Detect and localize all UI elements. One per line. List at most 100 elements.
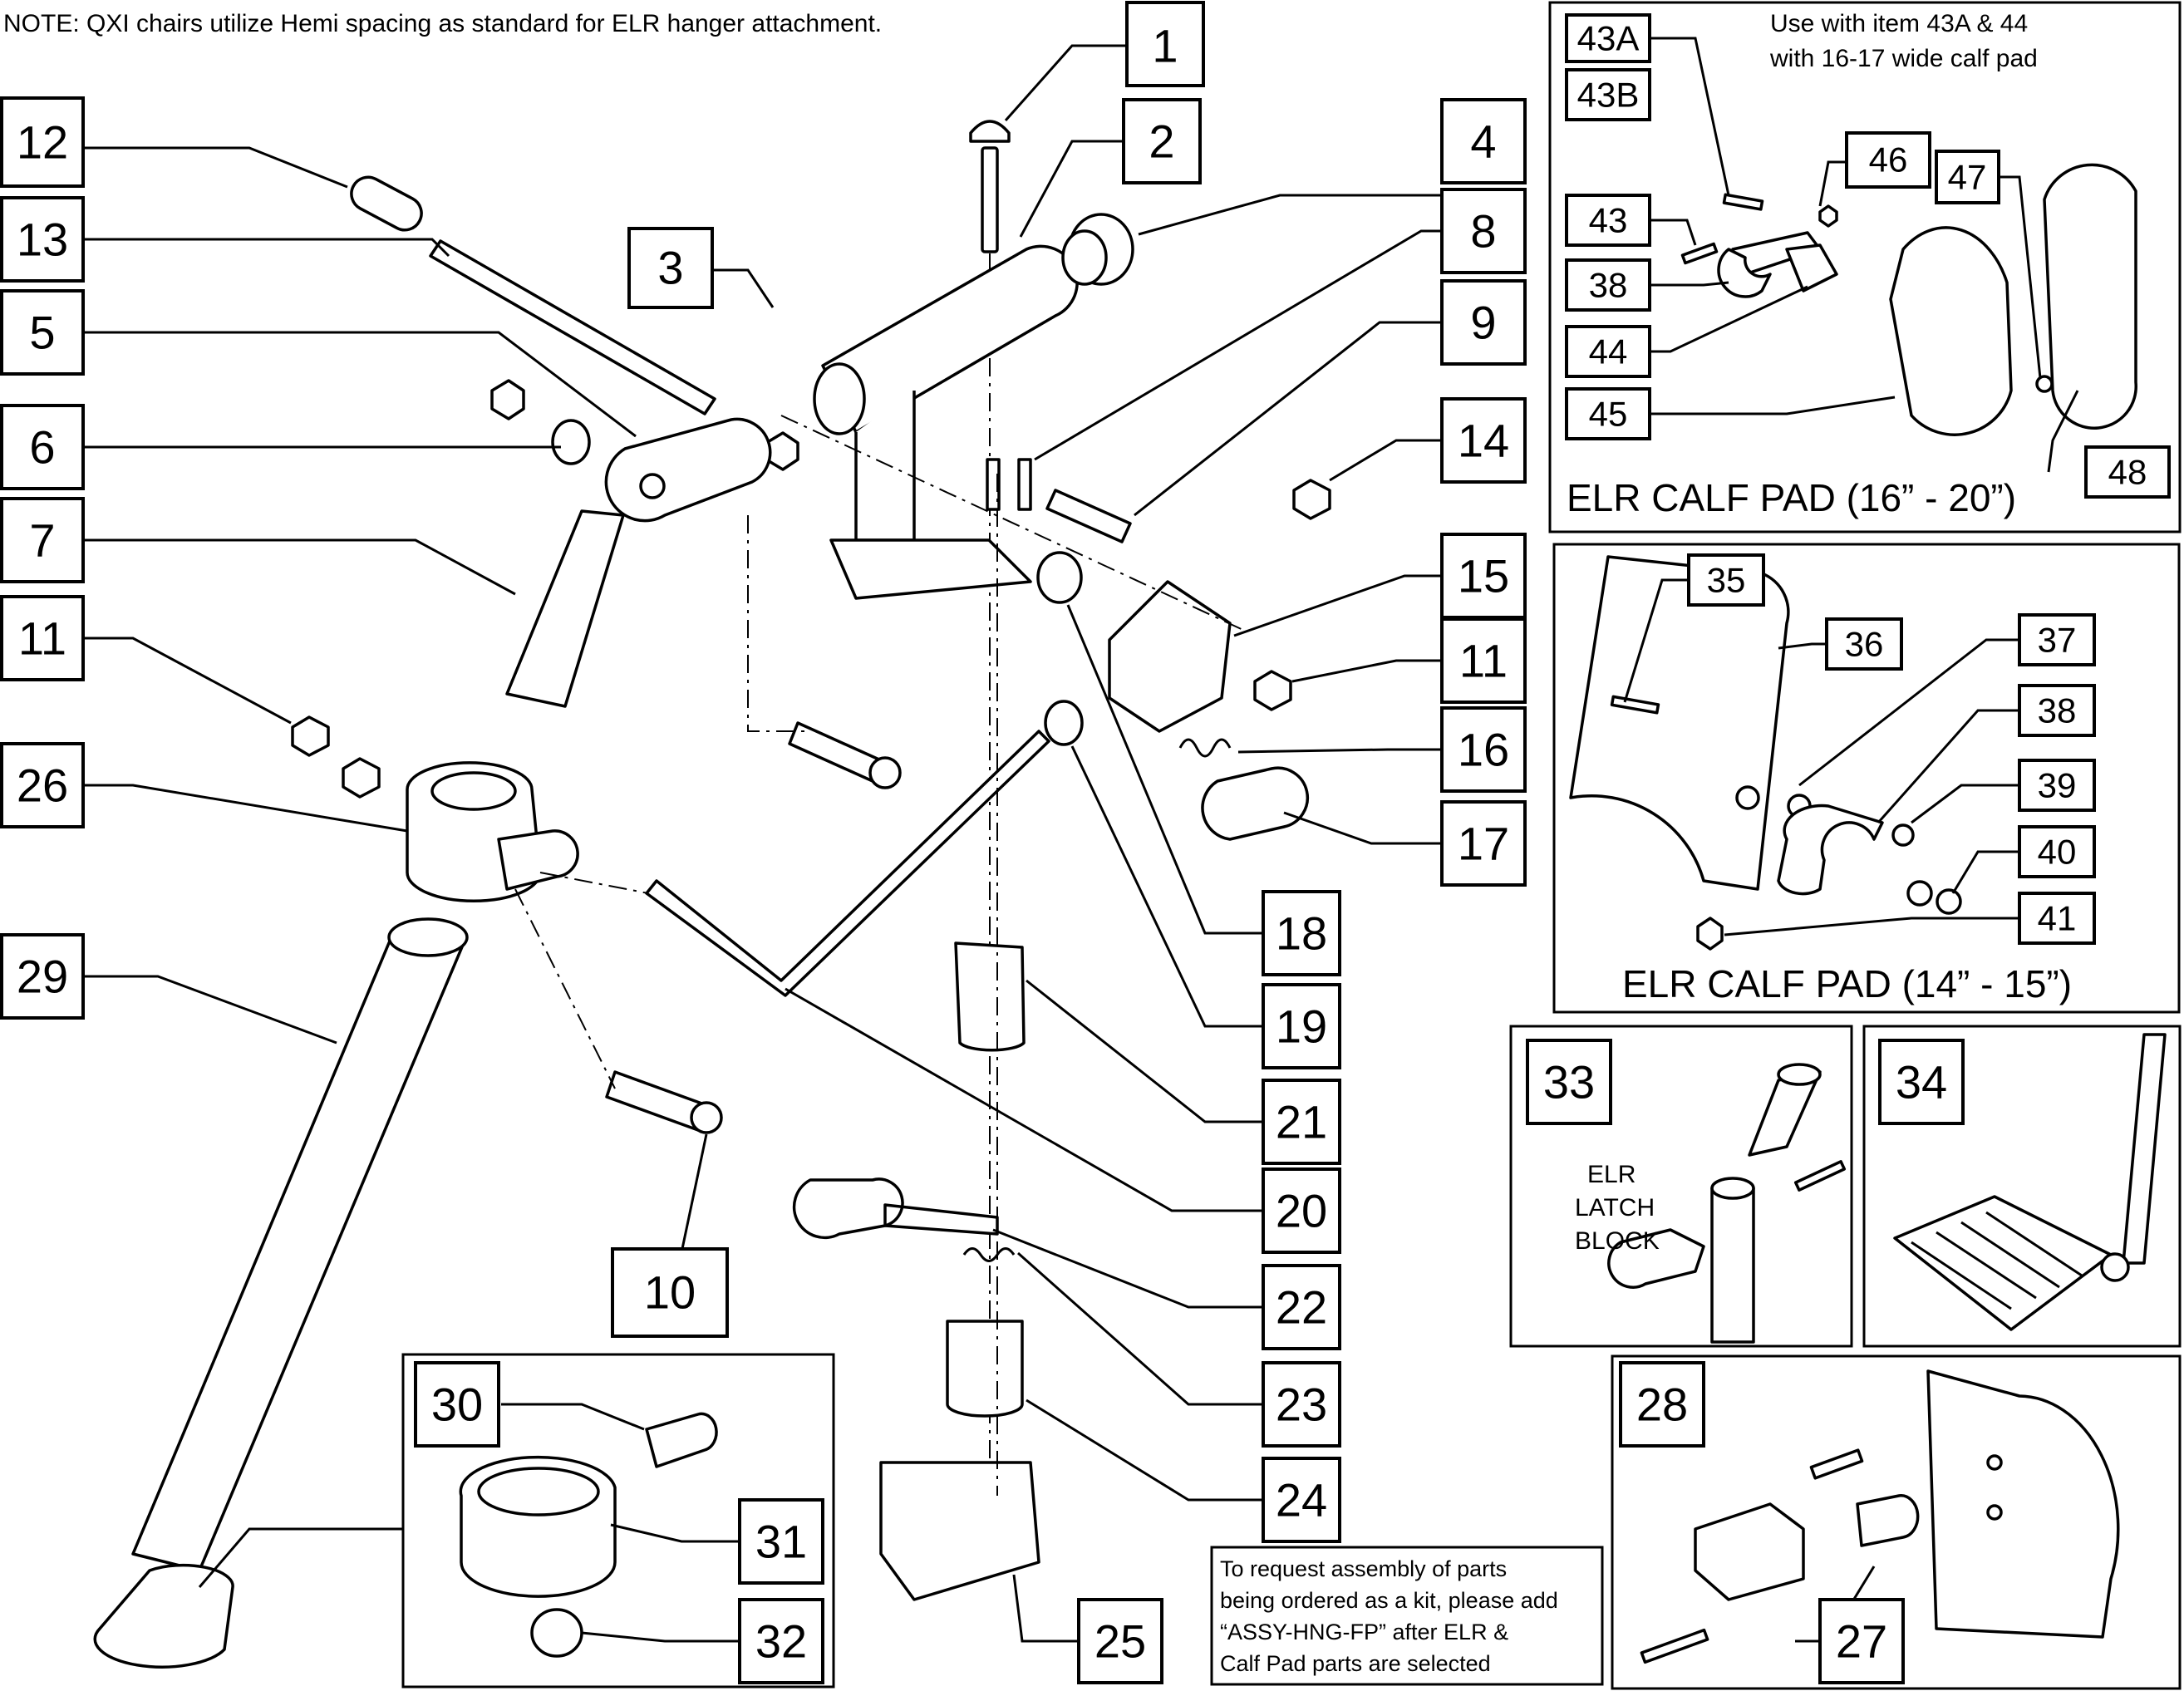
calf-pad-note-line1: Use with item 43A & 44 [1770,10,2028,37]
part-4-cap-icon [1061,213,1134,286]
callout-11-right: 11 [1440,617,1527,704]
part-11-left-nut2-icon [342,757,381,799]
callout-9: 9 [1440,279,1527,366]
svg-text:29: 29 [17,951,68,1003]
svg-text:43A: 43A [1577,19,1640,58]
latch-tube-icon [1710,1187,1755,1344]
screw-lower-icon [1640,1628,1709,1664]
callout-44: 44 [1565,325,1651,378]
inset-footplate: 34 [1862,1025,2182,1348]
callout-41: 41 [2018,892,2096,945]
svg-text:25: 25 [1094,1615,1146,1668]
callout-32: 32 [738,1598,824,1684]
callout-22: 22 [1262,1264,1341,1350]
svg-text:30: 30 [431,1379,483,1431]
callout-28: 28 [1619,1361,1705,1448]
callout-17: 17 [1440,800,1527,887]
svg-text:32: 32 [755,1615,807,1668]
callout-43A: 43A [1565,13,1651,63]
part-47-nut-icon [2035,375,2054,393]
part-31-clamp-icon [459,1455,617,1598]
callout-16: 16 [1440,706,1527,793]
svg-text:16: 16 [1458,724,1509,776]
part-41-bolt-icon [1696,917,1724,951]
svg-text:43: 43 [1589,201,1628,240]
calf-pad-note-line2: with 16-17 wide calf pad [1769,45,2038,72]
calf-pad-16-20-caption: ELR CALF PAD (16” - 20”) [1567,476,2016,519]
part-46-nut-icon [1818,204,1838,228]
kit-note: To request assembly of parts being order… [1210,1546,1604,1686]
part-39-nut-icon [1891,823,1915,847]
callout-34: 34 [1878,1039,1965,1125]
part-30-screw-icon [645,1412,718,1468]
callout-8: 8 [1440,188,1527,274]
svg-text:13: 13 [17,214,68,266]
callout-20: 20 [1262,1167,1341,1254]
part-7-pin-icon [505,509,625,708]
latch-label-line3: BLOCK [1575,1227,1660,1255]
svg-text:44: 44 [1589,332,1628,371]
callout-2: 2 [1122,98,1202,184]
callout-46: 46 [1845,131,1931,189]
svg-text:17: 17 [1458,818,1509,870]
svg-text:39: 39 [2038,766,2077,805]
part-9-bolt-icon [1045,489,1132,543]
svg-text:26: 26 [17,759,68,812]
callout-23: 23 [1262,1361,1341,1448]
svg-text:37: 37 [2038,621,2077,660]
callout-3: 3 [627,227,714,309]
svg-text:47: 47 [1948,158,1987,197]
callout-6: 6 [0,404,85,490]
part-16-spring-icon [1178,738,1232,758]
svg-text:28: 28 [1636,1379,1688,1431]
svg-text:24: 24 [1276,1474,1327,1526]
part-5-clevis-icon [604,417,772,523]
inset-latch-block: ELR LATCH BLOCK 33 [1509,1025,1853,1348]
svg-text:45: 45 [1589,395,1628,434]
kit-note-line4: Calf Pad parts are selected [1220,1651,1491,1676]
kit-note-line1: To request assembly of parts [1220,1556,1507,1581]
part-6-nut-icon [490,379,525,420]
bracket-icon [1694,1502,1805,1601]
callout-29: 29 [0,933,85,1020]
svg-text:8: 8 [1470,205,1496,258]
callout-43: 43 [1565,194,1651,247]
svg-text:19: 19 [1276,1000,1327,1053]
callout-19: 19 [1262,983,1341,1069]
part-37-washer-icon [1735,785,1760,810]
part-11-nut-icon [1253,670,1292,711]
spacer-icon [1856,1494,1920,1547]
callout-7: 7 [0,497,85,583]
part-19-spacer-icon [1044,700,1084,746]
latch-label-line1: ELR [1587,1161,1636,1188]
svg-text:21: 21 [1276,1096,1327,1148]
main-assembly-drawing [93,120,1331,1669]
part-45-pad-icon [1889,226,2013,436]
part-8-screw-icon [986,458,1032,511]
callout-4: 4 [1440,98,1527,184]
part-38-clamp-small-icon [1777,804,1884,896]
callout-43B: 43B [1565,68,1651,121]
svg-text:6: 6 [29,421,55,474]
part-17-bumper-icon [1201,766,1310,841]
part-43A-screw-icon [1722,193,1764,211]
callout-11-left: 11 [0,595,85,681]
svg-text:48: 48 [2108,453,2147,492]
svg-text:40: 40 [2038,833,2077,872]
svg-text:14: 14 [1458,415,1509,467]
part-25-base-icon [879,1461,1040,1601]
svg-text:41: 41 [2038,899,2077,938]
svg-text:15: 15 [1458,550,1509,602]
svg-text:20: 20 [1276,1185,1327,1237]
callout-39: 39 [2018,759,2096,812]
svg-text:1: 1 [1152,20,1178,72]
screw-upper-icon [1809,1448,1864,1480]
part-40-washer-icon [1906,880,1933,907]
svg-text:33: 33 [1543,1056,1595,1108]
callout-33: 33 [1526,1039,1612,1125]
inset-calf-hardware: 28 27 [1611,1354,2182,1690]
callout-25: 25 [1077,1598,1163,1684]
inset-calf-pad-14-15: ELR CALF PAD (14” - 15”) 35 36 37 38 39 … [1552,543,2181,1014]
callout-31: 31 [738,1498,824,1585]
callout-40: 40 [2018,825,2096,878]
